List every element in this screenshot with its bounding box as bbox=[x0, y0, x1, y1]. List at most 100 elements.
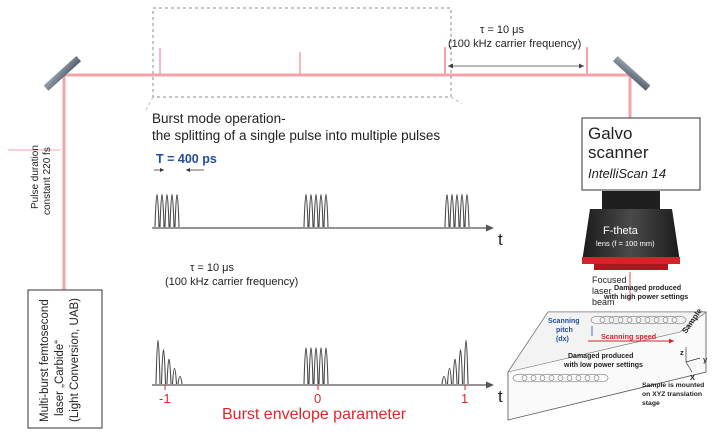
high-power-loop bbox=[653, 315, 669, 325]
galvo-line3: IntelliScan 14 bbox=[588, 166, 666, 181]
high-power-loop bbox=[644, 315, 660, 325]
high-power-loop bbox=[608, 315, 624, 325]
low-power-loop bbox=[539, 373, 555, 383]
low-power-loop bbox=[521, 373, 537, 383]
low-power-loop bbox=[557, 373, 573, 383]
burst-pulse bbox=[303, 193, 309, 228]
high-power-loop bbox=[662, 315, 678, 325]
envelope-pulse bbox=[452, 358, 458, 385]
envelope-pulse bbox=[313, 347, 319, 385]
inset-carrier-label: (100 kHz carrier frequency) bbox=[448, 38, 581, 50]
tick-zero: 0 bbox=[314, 391, 321, 406]
galvo-scanner-box bbox=[581, 117, 701, 191]
beam-line2: laser bbox=[592, 286, 612, 296]
mount-line2: on XYZ translation bbox=[642, 391, 702, 398]
burst-pulse bbox=[174, 193, 180, 228]
beam-line1: Focused bbox=[592, 275, 627, 285]
burst-pulse bbox=[444, 193, 450, 228]
beam-line3: beam bbox=[592, 297, 615, 307]
low-power-loop bbox=[584, 373, 600, 383]
mount-line1: Sample is mounted bbox=[642, 382, 704, 389]
envelope-time-axis bbox=[152, 381, 494, 389]
pulse-duration-line1: Pulse duration bbox=[30, 145, 41, 209]
burst-title-line2: the splitting of a single pulse into mul… bbox=[152, 128, 440, 143]
burst-pulse-groups bbox=[154, 193, 470, 228]
envelope-parameter-label: Burst envelope parameter bbox=[222, 406, 407, 423]
laser-beam-path bbox=[8, 73, 632, 300]
envelope-tau-label: τ = 10 μs bbox=[190, 262, 235, 274]
high-power-loop bbox=[671, 315, 687, 325]
low-power-line2: with low power settings bbox=[563, 362, 643, 369]
burst-pulse bbox=[454, 193, 460, 228]
sample-schematic bbox=[507, 311, 707, 421]
burst-pulse bbox=[159, 193, 165, 228]
tick-minus-one: -1 bbox=[159, 391, 171, 406]
low-power-loop bbox=[512, 373, 528, 383]
laser-line1: Multi-burst femtosecond bbox=[39, 299, 51, 422]
envelope-pulse bbox=[457, 349, 464, 385]
envelope-pulse bbox=[318, 347, 324, 385]
low-power-loop bbox=[575, 373, 591, 383]
envelope-pulse bbox=[155, 340, 161, 385]
laser-source-box bbox=[27, 289, 103, 429]
burst-pulse bbox=[449, 193, 455, 228]
envelope-pulse bbox=[160, 349, 167, 385]
pitch-line2: pitch bbox=[556, 327, 573, 334]
envelope-pulse bbox=[308, 347, 314, 385]
low-power-loop bbox=[566, 373, 582, 383]
burst-period-label: T = 400 ps bbox=[156, 152, 217, 166]
envelope-carrier-label: (100 kHz carrier frequency) bbox=[165, 276, 298, 288]
burst-pulse bbox=[308, 193, 314, 228]
burst-pulse bbox=[164, 193, 170, 228]
laser-line2: laser „Carbide“ bbox=[54, 340, 66, 416]
envelope-pulse bbox=[171, 367, 178, 385]
high-power-line2: with high power settings bbox=[603, 292, 688, 301]
right-mirror bbox=[612, 56, 651, 91]
period-arrows bbox=[154, 168, 204, 172]
low-power-loop bbox=[530, 373, 546, 383]
envelope-pulse bbox=[303, 347, 309, 385]
high-power-loop bbox=[590, 315, 606, 325]
burst-pulse bbox=[154, 193, 160, 228]
pitch-line3: (dx) bbox=[556, 336, 569, 343]
galvo-line2: scanner bbox=[588, 143, 649, 162]
inset-tau-label: τ = 10 μs bbox=[480, 24, 525, 36]
low-power-loop bbox=[548, 373, 564, 383]
axis-x-label: X bbox=[690, 373, 695, 382]
envelope-pulse bbox=[177, 375, 183, 385]
high-power-line1: Damaged produced bbox=[614, 283, 681, 292]
envelope-pulse bbox=[166, 358, 172, 385]
axis-y-label: y bbox=[703, 355, 708, 364]
pulse-duration-line2: constant 220 fs bbox=[42, 147, 53, 215]
envelope-pulse bbox=[441, 375, 447, 385]
high-power-loop bbox=[626, 315, 642, 325]
high-power-loop bbox=[617, 315, 633, 325]
tick-one: 1 bbox=[461, 391, 468, 406]
pitch-line1: Scanning bbox=[548, 318, 580, 325]
left-mirror bbox=[43, 56, 82, 91]
burst-pulse bbox=[459, 193, 465, 228]
high-power-loop bbox=[599, 315, 615, 325]
envelope-pulse bbox=[323, 347, 329, 385]
burst-pulse bbox=[318, 193, 324, 228]
envelope-pulse bbox=[446, 367, 453, 385]
burst-time-axis bbox=[152, 224, 494, 232]
laser-line3: (Light Conversion, UAB) bbox=[69, 298, 81, 422]
envelope-pulse-groups bbox=[155, 340, 469, 385]
mount-line3: stage bbox=[642, 400, 660, 407]
lens-line1: F-theta bbox=[603, 225, 639, 237]
low-power-loop bbox=[593, 373, 609, 383]
envelope-axis-label: t bbox=[498, 387, 503, 406]
burst-axis-label: t bbox=[498, 230, 503, 249]
lens-line2: lens (f = 100 mm) bbox=[596, 239, 655, 248]
burst-pulse bbox=[313, 193, 319, 228]
scanning-speed-label: Scanning speed bbox=[601, 332, 656, 341]
envelope-ticks bbox=[164, 385, 466, 390]
pulse-train-inset bbox=[145, 7, 588, 111]
high-power-damage-loops bbox=[590, 315, 687, 325]
galvo-line1: Galvo bbox=[588, 124, 632, 143]
f-theta-lens bbox=[582, 191, 680, 270]
low-power-damage-loops bbox=[512, 373, 609, 383]
burst-title-line1: Burst mode operation- bbox=[152, 111, 286, 126]
